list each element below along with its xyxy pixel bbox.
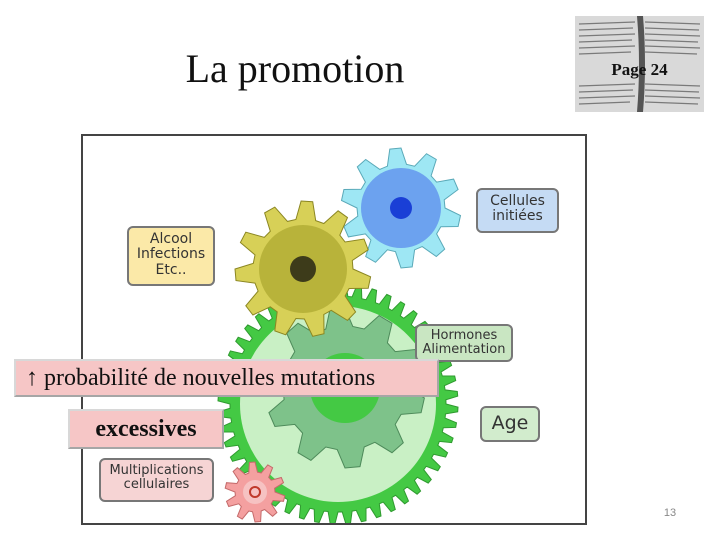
label-cellules-line1: Cellules bbox=[490, 193, 545, 209]
probability-callout: ↑ probabilité de nouvelles mutations bbox=[14, 359, 439, 397]
label-alcool: Alcool Infections Etc.. bbox=[127, 226, 215, 286]
label-multi-line1: Multiplications bbox=[109, 463, 204, 478]
label-alcool-line2: Infections bbox=[136, 246, 206, 263]
gear-red-hub bbox=[249, 486, 261, 498]
gears-diagram: Alcool Infections Etc.. Cellules initiée… bbox=[81, 134, 587, 525]
label-age: Age bbox=[480, 406, 540, 442]
gear-blue-hub bbox=[390, 197, 412, 219]
label-hormones: Hormones Alimentation bbox=[415, 324, 513, 362]
book-thumbnail: Page 24 bbox=[575, 16, 704, 112]
label-cellules-line2: initiées bbox=[492, 208, 543, 225]
label-multi-line2: cellulaires bbox=[123, 477, 190, 493]
gear-red-face bbox=[243, 480, 267, 504]
gears-illustration bbox=[217, 147, 462, 523]
book-page-icon bbox=[575, 16, 704, 112]
excessive-callout: excessives bbox=[68, 409, 224, 449]
label-hormones-line1: Hormones bbox=[430, 328, 498, 343]
book-page-label: Page 24 bbox=[611, 60, 668, 79]
slide-title: La promotion bbox=[185, 46, 405, 91]
label-alcool-line3: Etc.. bbox=[155, 261, 187, 278]
label-hormones-line2: Alimentation bbox=[422, 342, 506, 358]
label-alcool-line1: Alcool bbox=[149, 231, 193, 247]
label-cellules: Cellules initiées bbox=[476, 188, 559, 233]
label-multiplications: Multiplications cellulaires bbox=[99, 458, 214, 502]
gear-olive-hub bbox=[290, 256, 316, 282]
page-number: 13 bbox=[663, 507, 677, 519]
